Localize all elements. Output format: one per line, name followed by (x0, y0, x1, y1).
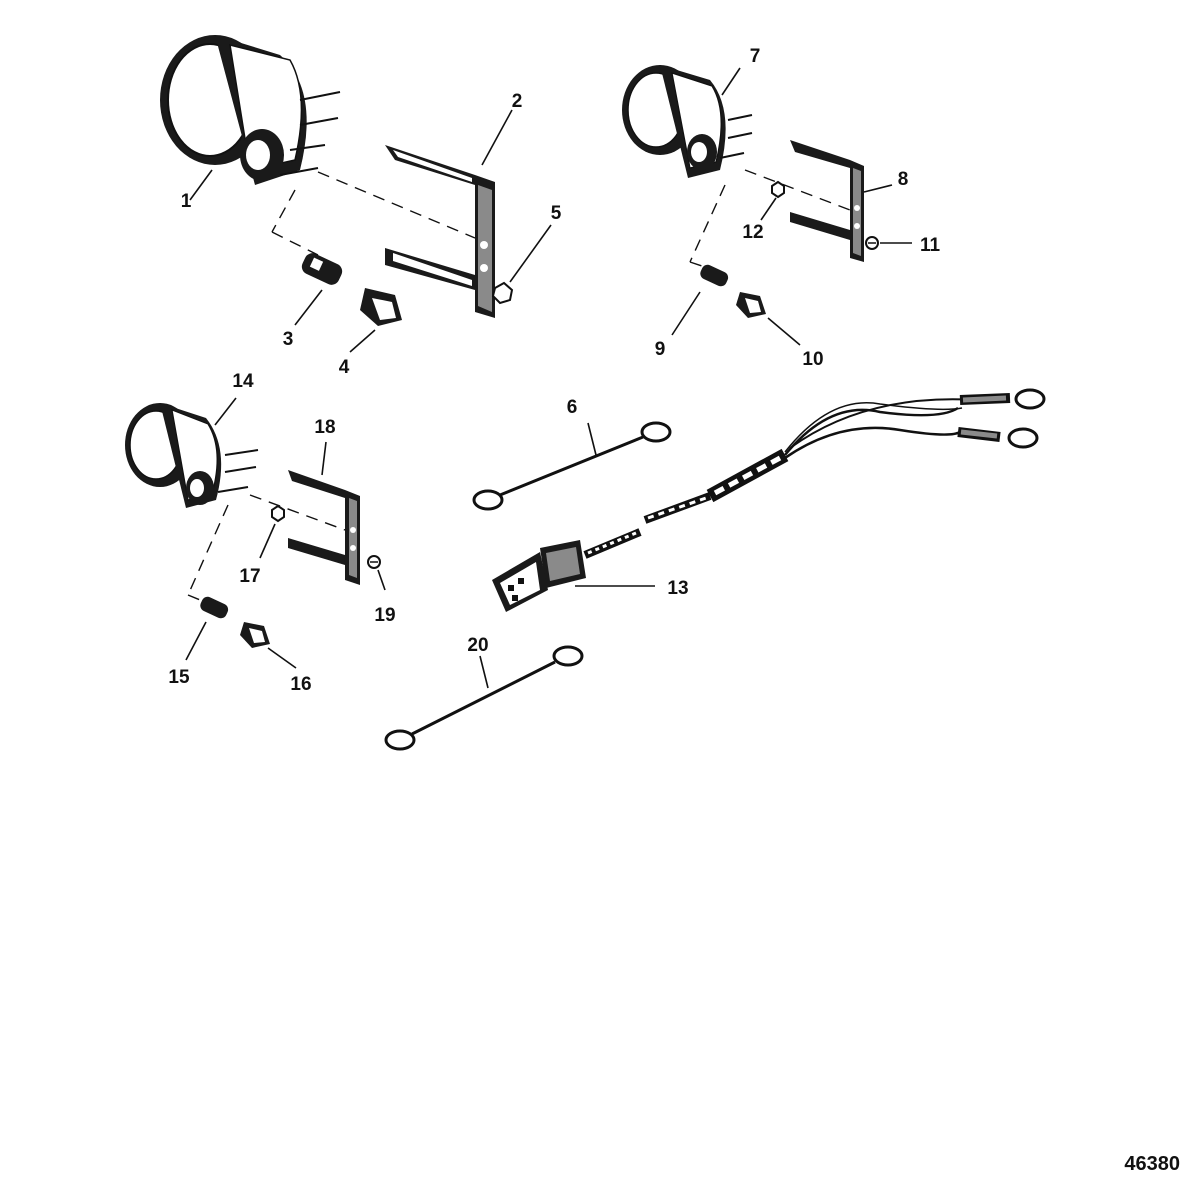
callout-17: 17 (239, 566, 260, 587)
callout-1: 1 (181, 191, 192, 212)
lens-cap-10 (736, 292, 766, 318)
nut-5 (491, 281, 514, 305)
figure-number: 46380 (1124, 1153, 1180, 1175)
nut-17 (271, 504, 285, 523)
callout-7: 7 (750, 46, 761, 67)
bracket-2 (385, 145, 495, 318)
ground-strap-6 (472, 421, 672, 511)
gauge-14 (125, 403, 259, 508)
gauge-7 (622, 65, 753, 178)
screw-19 (367, 555, 381, 569)
bulb-socket-15 (200, 596, 229, 619)
callout-19: 19 (374, 605, 395, 626)
callout-6: 6 (567, 397, 578, 418)
bracket-8 (790, 140, 864, 262)
gauge-1-large (160, 35, 341, 185)
callout-18: 18 (314, 417, 335, 438)
callout-12: 12 (742, 222, 763, 243)
bulb-socket-9 (700, 264, 729, 287)
callout-2: 2 (512, 91, 523, 112)
callout-9: 9 (655, 339, 666, 360)
callout-20: 20 (467, 635, 488, 656)
callout-10: 10 (802, 349, 823, 370)
bulb-socket-3 (301, 253, 343, 285)
nut-12 (771, 180, 785, 199)
callout-16: 16 (290, 674, 311, 695)
callout-11: 11 (920, 235, 941, 256)
lens-cap-4 (360, 288, 402, 326)
lens-cap-16 (240, 622, 270, 648)
ground-strap-20 (384, 645, 584, 751)
screw-11 (865, 236, 879, 250)
callout-4: 4 (339, 357, 350, 378)
callout-8: 8 (898, 169, 909, 190)
callout-13: 13 (667, 578, 688, 599)
callout-3: 3 (283, 329, 294, 350)
wiring-harness-13 (492, 388, 1046, 612)
callout-5: 5 (551, 203, 562, 224)
callout-14: 14 (232, 371, 254, 392)
bracket-18 (288, 470, 360, 585)
callout-15: 15 (168, 667, 190, 688)
